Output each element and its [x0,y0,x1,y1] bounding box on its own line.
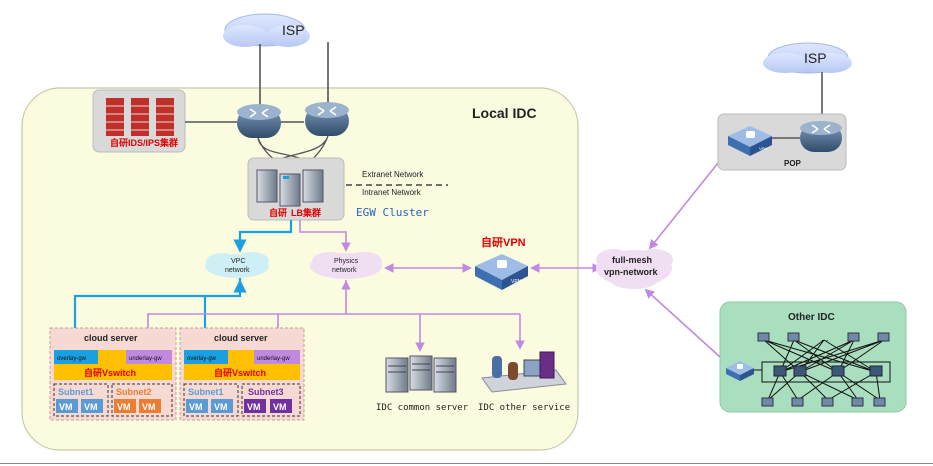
router-icon-right [305,102,349,136]
pop-device-label: VPN [759,146,767,151]
fullmesh-pop-link [648,146,732,250]
intranet-label: Intranet Network [362,188,422,197]
underlay-gw-2 [254,350,300,364]
other-idc-switches-top [757,332,890,342]
underlay-gw-1-label: underlay-gw [129,356,162,362]
fullmesh-label-1: full-mesh [612,255,652,265]
cloud-server-2: cloud server overlay-gw underlay-gw 自研Vs… [179,327,305,421]
pop-router-icon [800,121,842,152]
cloud-server-1-title: cloud server [84,333,138,343]
vm-1-1-2: VM [84,402,98,412]
idc-common-server-icon [385,355,457,393]
isp-cloud-right: ISP [763,42,852,74]
lb-vpc-link [233,220,293,253]
vswitch-1-label: 自研Vswitch [84,367,136,378]
fullmesh-cloud: full-mesh vpn-network [596,249,673,289]
overlay-gw-2-label: overlay-gw [187,356,217,362]
fullmesh-label-2: vpn-network [604,267,658,277]
egw-cluster-label: EGW Cluster [356,206,429,219]
vpc-label-2: network [225,267,250,274]
other-idc-label: Other IDC [788,312,835,323]
other-idc-fabric [744,339,891,401]
router-icon-left [237,104,281,138]
vpn-device-label: VPN [511,279,522,285]
vm-2-1-2: VM [214,402,228,412]
other-idc-switches-bottom [761,397,886,407]
vm-1-1-1: VM [59,402,73,412]
pop-vpn-icon: VPN [728,126,772,156]
pop-label: POP [784,159,802,168]
bottom-divider [0,463,933,464]
other-idc-dots: ... [821,333,829,343]
other-idc-switches-mid [773,365,883,377]
underlay-gw-1 [126,350,172,364]
vpc-label-1: VPC [231,258,245,265]
fullmesh-otheridc-link [644,288,732,368]
lb-cluster-label-a: 自研 [269,207,287,218]
vm-2-1-1: VM [189,402,203,412]
underlay-gw-2-label: underlay-gw [257,356,290,362]
overlay-gw-1-label: overlay-gw [57,356,87,362]
idc-other-service-label: IDC other service [478,403,570,413]
lb-physics-link [299,220,351,252]
idc-common-server-label: IDC common server [376,403,469,413]
vm-1-2-1: VM [117,402,131,412]
other-idc-vpn-icon [726,361,754,381]
extranet-label: Extranet Network [362,170,424,179]
local-idc-label: Local IDC [472,105,537,121]
overlay-gw-2 [184,350,228,364]
cloud-server-1: cloud server overlay-gw underlay-gw 自研Vs… [49,327,177,421]
vpn-title: 自研VPN [481,235,526,249]
other-idc-region [719,301,907,413]
subnet-2-1-label: Subnet1 [188,387,224,397]
subnet-1-1-label: Subnet1 [58,387,94,397]
idc-other-service-icon [481,351,567,393]
lb-cluster-label-b: LB集群 [291,207,321,218]
vm-2-2-1: VM [247,402,261,412]
vpc-cloud: VPC network [205,252,269,278]
isp-left-label: ISP [282,22,305,38]
firewall-icon [106,98,174,136]
router-lb-links [257,135,329,171]
vswitch-2-label: 自研Vswitch [214,367,266,378]
subnet-2-2-label: Subnet3 [248,387,284,397]
isp-right-label: ISP [804,50,827,66]
server-cluster-icon [256,169,324,207]
vm-2-2-2: VM [273,402,287,412]
vpn-icon: VPN [475,254,528,290]
physics-cloud: Physics network [310,252,382,279]
physics-label-2: network [332,267,357,274]
cloud-server-2-title: cloud server [214,333,268,343]
isp-cloud-left: ISP [223,13,310,47]
subnet-1-2-label: Subnet2 [116,387,152,397]
vm-1-2-2: VM [142,402,156,412]
ids-cluster-label: 自研IDS/IPS集群 [110,137,178,148]
overlay-gw-1 [54,350,98,364]
physics-label-1: Physics [334,258,359,265]
